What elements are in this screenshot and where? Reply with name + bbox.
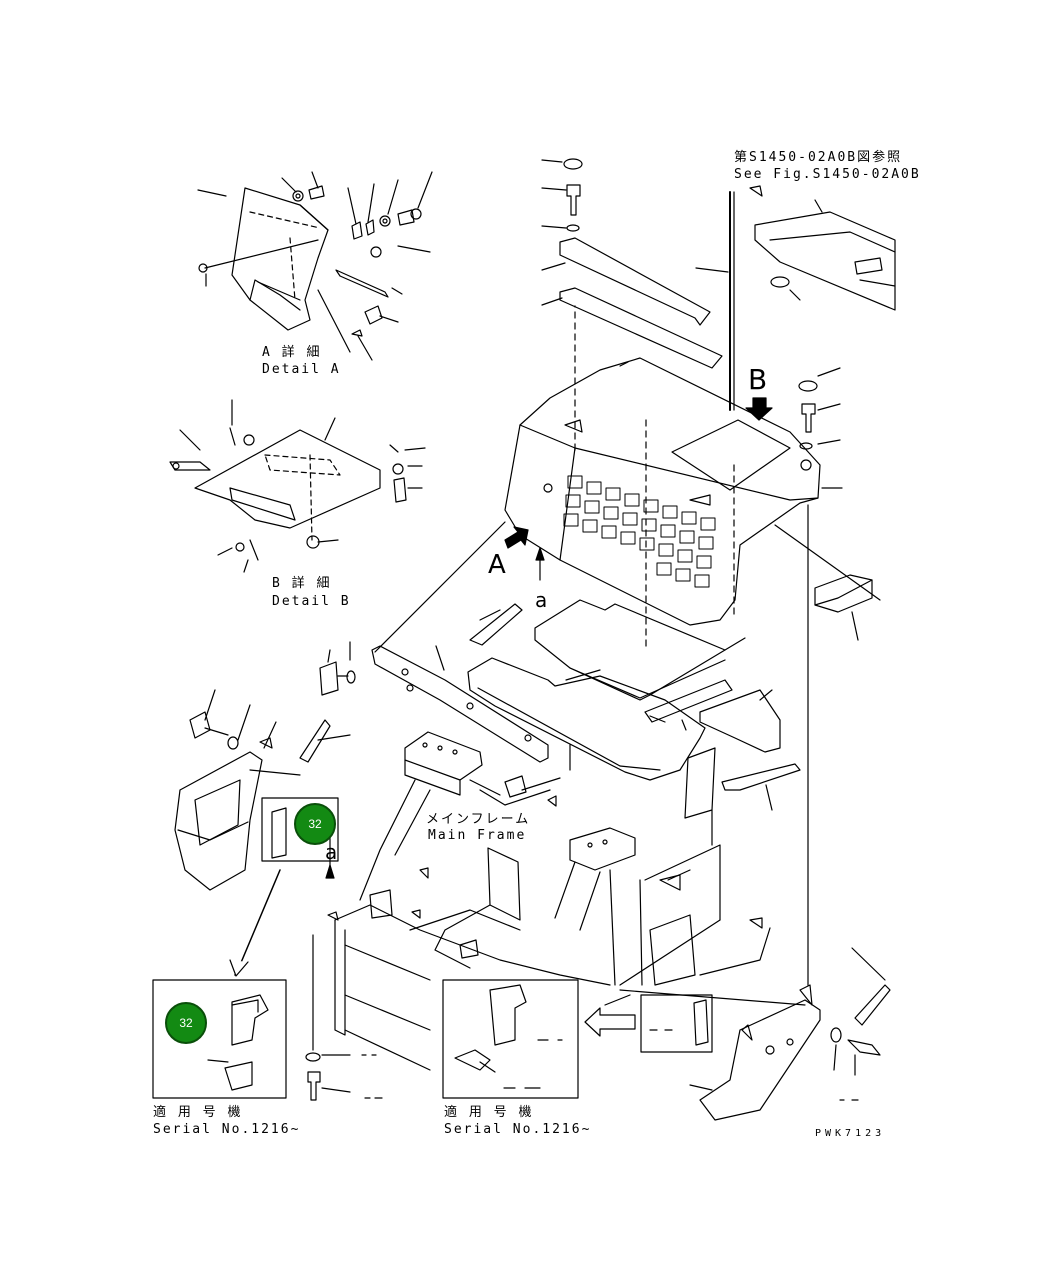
part-callout-upper[interactable]: 32 [294,803,336,845]
part-callout-lower[interactable]: 32 [165,1002,207,1044]
view-b-parts [745,367,843,489]
drawing-code: PWK7123 [815,1128,886,1139]
serial-left-label-en: Serial No.1216~ [153,1122,301,1137]
serial-right-label-en: Serial No.1216~ [444,1122,592,1137]
harness-bracket [479,775,561,807]
serial-right-label-jp: 適 用 号 機 [444,1105,534,1120]
rear-bracket [689,504,891,1121]
detail-b-label-en: Detail B [272,594,351,609]
serial-box-left [152,979,287,1099]
detail-b-assembly [169,399,426,573]
detail-box-small [640,994,713,1053]
arrow-a-lower-label: a [325,840,338,864]
main-frame [327,731,806,1071]
view-a-arrow [504,526,545,581]
serial-left-label-jp: 適 用 号 機 [153,1105,243,1120]
arrow-a-upper-label: a [535,588,548,612]
main-frame-label-en: Main Frame [428,828,527,843]
detail-b-label-jp: B 詳 細 [272,576,332,591]
see-fig-label-jp: 第S1450-02A0B図参照 [734,150,903,165]
hood-cover [504,357,821,651]
seal-strips [541,158,723,451]
detail-a-label-en: Detail A [262,362,341,377]
view-a-label: A [488,550,506,580]
view-b-label: B [748,363,768,396]
callout-box-upper [261,797,339,862]
main-frame-label-jp: メインフレーム [426,812,531,827]
left-bracket [174,689,351,891]
floor-mats [467,574,873,846]
frame-reference [695,185,896,411]
lower-fasteners [305,934,383,1101]
detail-a-label-jp: A 詳 細 [262,345,322,360]
detail-a-assembly [197,171,433,361]
see-fig-label-en: See Fig.S1450-02A0B [734,167,921,182]
serial-box-right [442,979,579,1099]
floor-rail [319,521,549,763]
